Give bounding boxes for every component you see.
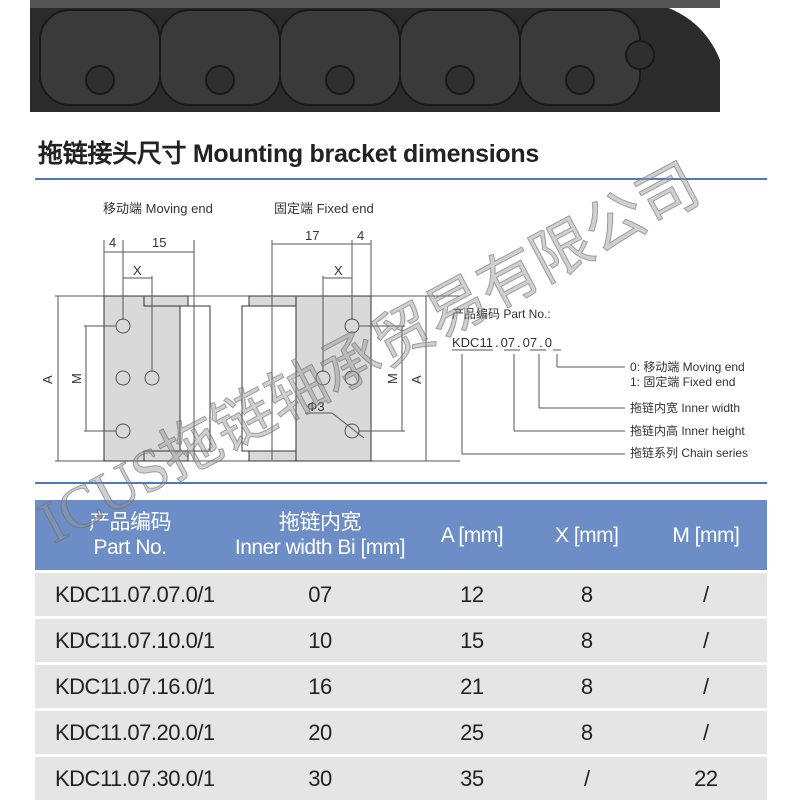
cell-a: 12: [415, 573, 529, 616]
cell-x: /: [528, 757, 645, 800]
cell-x: 8: [528, 573, 645, 616]
cell-a: 25: [415, 711, 529, 754]
header-a: A [mm]: [415, 500, 529, 570]
dim-x-fixed: X: [334, 263, 343, 278]
cell-inner-width: 10: [225, 619, 415, 662]
cell-x: 8: [528, 665, 645, 708]
legend-inner-width: 拖链内宽 Inner width: [630, 400, 740, 415]
drag-chain-photo: [0, 0, 800, 118]
legend-moving-end: 0: 移动端 Moving end: [630, 360, 745, 374]
cell-m: /: [644, 711, 767, 754]
dim-a-right: A: [409, 375, 424, 384]
dim-x-moving: X: [133, 263, 142, 278]
cell-inner-width: 30: [225, 757, 415, 800]
header-x: X [mm]: [528, 500, 645, 570]
cell-part-no: KDC11.07.07.0/1: [35, 573, 225, 616]
cell-m: /: [644, 619, 767, 662]
dim-4-fixed: 4: [357, 228, 364, 243]
dim-4-moving: 4: [109, 235, 116, 250]
cell-part-no: KDC11.07.10.0/1: [35, 619, 225, 662]
section-title: 拖链接头尺寸 Mounting bracket dimensions: [38, 140, 539, 168]
cell-inner-width: 07: [225, 573, 415, 616]
dim-17: 17: [305, 228, 319, 243]
dim-a-left: A: [40, 375, 55, 384]
cell-x: 8: [528, 711, 645, 754]
cell-m: /: [644, 573, 767, 616]
divider-top: [35, 178, 767, 180]
cell-a: 15: [415, 619, 529, 662]
cell-m: 22: [644, 757, 767, 800]
cell-part-no: KDC11.07.16.0/1: [35, 665, 225, 708]
moving-end-label: 移动端 Moving end: [103, 201, 213, 216]
legend-fixed-end: 1: 固定端 Fixed end: [630, 374, 735, 389]
dim-m-left: M: [69, 373, 84, 384]
part-no-label: 产品编码 Part No.:: [452, 306, 551, 321]
dim-phi3: Φ3: [307, 399, 325, 414]
divider-bottom: [35, 482, 767, 484]
legend-inner-height: 拖链内高 Inner height: [630, 423, 745, 438]
dim-15: 15: [152, 235, 166, 250]
cell-m: /: [644, 665, 767, 708]
cell-a: 21: [415, 665, 529, 708]
drag-chain-image: [30, 0, 720, 112]
cell-inner-width: 20: [225, 711, 415, 754]
cell-a: 35: [415, 757, 529, 800]
cell-part-no: KDC11.07.30.0/1: [35, 757, 225, 800]
cell-part-no: KDC11.07.20.0/1: [35, 711, 225, 754]
bracket-diagram: 移动端 Moving end 固定端 Fixed end 4 15 X 17 4…: [40, 201, 748, 462]
dim-m-right: M: [385, 373, 400, 384]
cell-inner-width: 16: [225, 665, 415, 708]
part-no-code: KDC11.07.07.0: [452, 335, 552, 350]
fixed-end-label: 固定端 Fixed end: [274, 201, 374, 216]
header-m: M [mm]: [644, 500, 767, 570]
cell-x: 8: [528, 619, 645, 662]
legend-chain-series: 拖链系列 Chain series: [630, 445, 748, 460]
